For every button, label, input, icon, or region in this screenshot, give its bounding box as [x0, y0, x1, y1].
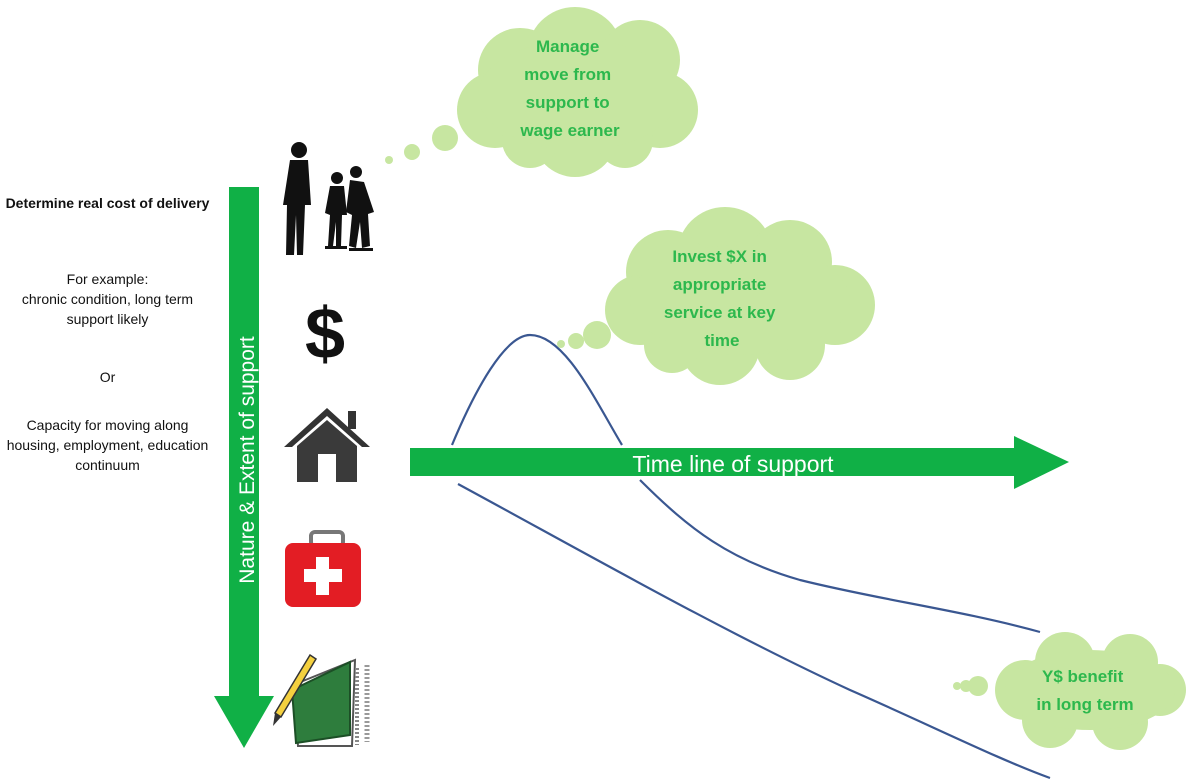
- support-peak-curve: [450, 333, 1041, 634]
- bubble-top-line-4: wage earner: [519, 121, 620, 140]
- house-icon: [284, 408, 370, 482]
- bubble-middle-line-1: Invest $X in: [672, 247, 766, 266]
- thought-bubble-middle: Invest $X in appropriate service at key …: [557, 207, 875, 385]
- dollar-icon: $: [305, 294, 345, 374]
- cost-title: Determine real cost of delivery: [5, 195, 210, 211]
- thought-bubble-bottom: Y$ benefit in long term: [953, 632, 1186, 750]
- bubble-top-line-3: support to: [526, 93, 610, 112]
- vertical-arrow: Nature & Extent of support: [214, 187, 274, 748]
- horizontal-arrow: Time line of support: [410, 436, 1069, 489]
- or-label: Or: [99, 369, 116, 385]
- thought-bubble-top: Manage move from support to wage earner: [385, 7, 698, 177]
- bubble-middle-line-2: appropriate: [673, 275, 767, 294]
- bubble-middle-line-3: service at key: [664, 303, 776, 322]
- first-aid-kit-icon: [285, 530, 361, 607]
- svg-text:Invest $X in appropriate: Invest $X in appropriate service at key …: [664, 247, 780, 350]
- bubble-bottom-line-1: Y$ benefit: [1042, 667, 1124, 686]
- bubble-top-line-2: move from: [524, 65, 611, 84]
- horizontal-arrow-label: Time line of support: [632, 451, 834, 477]
- vertical-arrow-label: Nature & Extent of support: [236, 336, 259, 584]
- bubble-middle-line-4: time: [705, 331, 740, 350]
- notebook-pencil-icon: [273, 653, 370, 747]
- capacity-text: Capacity for moving along housing, emplo…: [6, 417, 209, 473]
- example-intro: For example:: [66, 271, 149, 287]
- svg-text:Y$ benefit in long term: Y$ benefit in long term: [1036, 667, 1133, 714]
- long-term-decline-curve: [457, 483, 1051, 780]
- example-body: chronic condition, long term support lik…: [21, 291, 194, 327]
- family-icon: [283, 142, 374, 255]
- svg-text:Manage move from s: Manage move from support to wage earner: [519, 37, 620, 140]
- bubble-bottom-line-2: in long term: [1036, 695, 1133, 714]
- bubble-top-line-1: Manage: [536, 37, 599, 56]
